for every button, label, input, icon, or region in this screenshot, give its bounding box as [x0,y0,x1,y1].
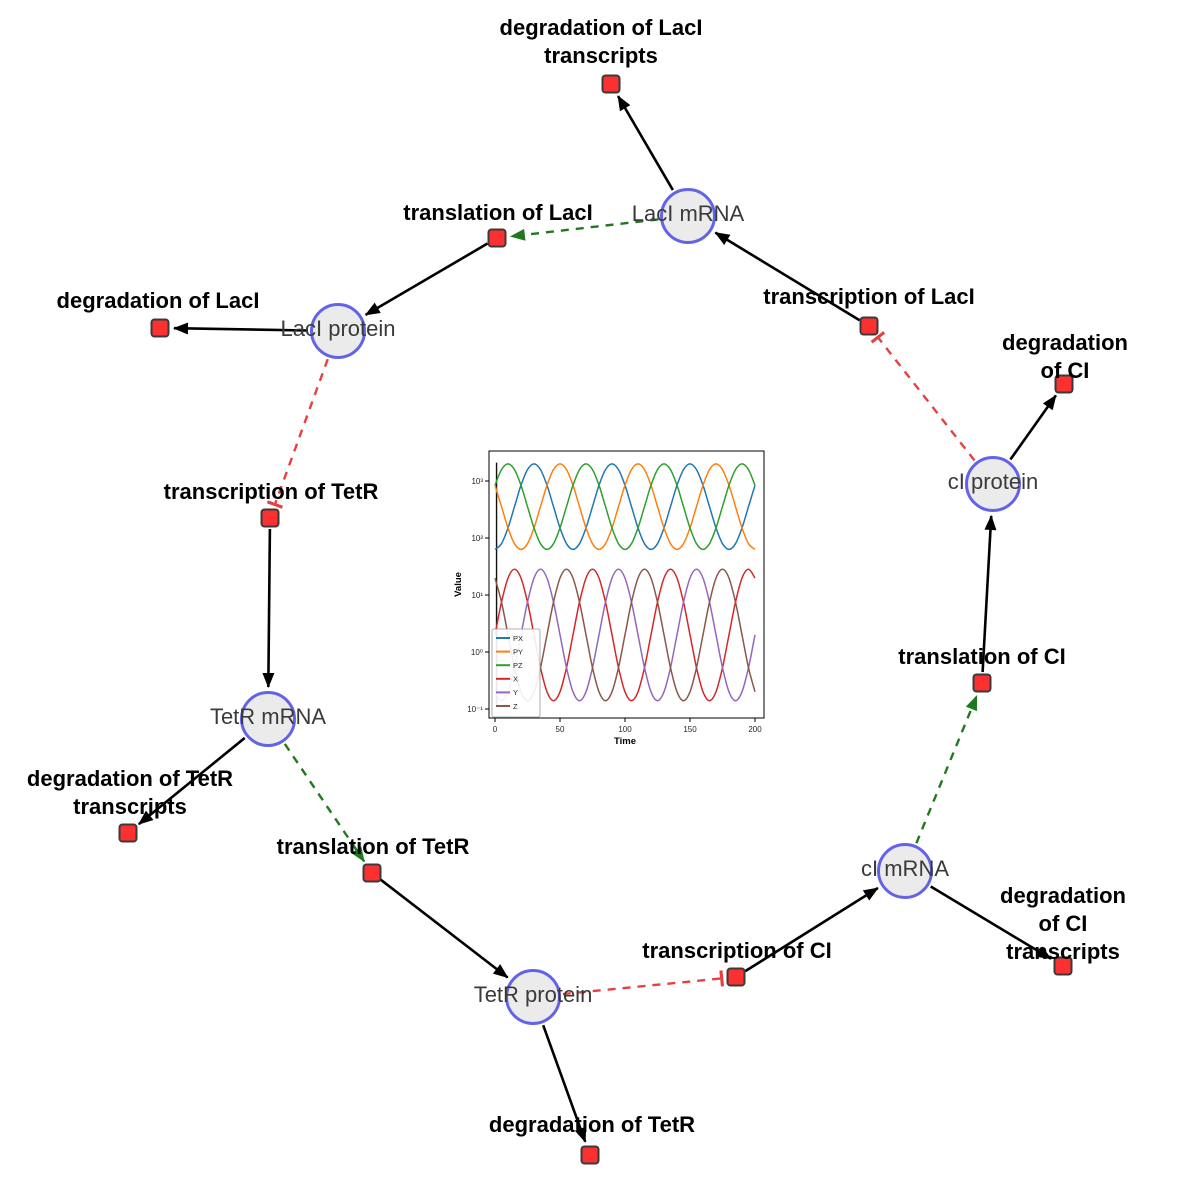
series-Y [494,568,756,702]
reaction-node-translation-of-tetr[interactable] [362,863,382,883]
reaction-label-degradation-of-tetr: degradation of TetR [488,1112,696,1138]
x-tick-label: 0 [493,725,498,734]
x-axis-label: Time [614,736,636,747]
reaction-node-degradation-of-laci-transcripts[interactable] [601,74,621,94]
reaction-label-transcription-of-ci: transcription of CI [642,938,832,964]
edge-production-transcription-of-tetr-tetr-mrna [262,528,275,689]
legend-label-Z: Z [513,702,518,711]
legend-label-PY: PY [513,647,523,656]
y-tick-label: 10³ [471,477,483,486]
x-tick-label: 200 [748,725,762,734]
x-tick-label: 100 [618,725,632,734]
reaction-label-degradation-of-ci-transcripts: degradation of CI transcripts [1000,883,1126,964]
reaction-node-transcription-of-laci[interactable] [859,316,879,336]
legend-label-PZ: PZ [513,661,523,670]
reaction-node-degradation-of-ci[interactable] [1054,374,1074,394]
reaction-label-translation-of-ci: translation of CI [898,644,1066,670]
edge-production-translation-of-laci-laci-protein [364,242,489,316]
edge-consumption-laci-mrna-degradation-of-laci-transcripts [616,95,675,191]
species-node-ci-protein[interactable] [965,456,1021,512]
edge-modifier-laci-mrna-translation-of-laci [509,218,659,241]
y-tick-label: 10⁰ [471,648,483,657]
edge-inhibition-laci-protein-transcription-of-tetr [266,358,329,509]
species-node-tetr-mrna[interactable] [240,691,296,747]
x-tick-label: 150 [683,725,697,734]
species-node-ci-mrna[interactable] [877,843,933,899]
edge-production-translation-of-tetr-tetr-protein [379,878,509,979]
y-tick-label: 10¹ [471,591,483,600]
series-PZ [494,463,756,551]
species-node-laci-protein[interactable] [310,303,366,359]
legend: PX PY PZ XYZ [491,628,541,718]
y-tick-label: 10⁻¹ [467,705,483,714]
reaction-label-translation-of-laci: translation of LacI [403,200,593,226]
edge-production-translation-of-ci-ci-protein [981,514,997,673]
reaction-node-transcription-of-tetr[interactable] [260,508,280,528]
reaction-label-transcription-of-laci: transcription of LacI [763,284,975,310]
reaction-label-degradation-of-laci-transcripts: degradation of LacI transcripts [499,15,703,68]
reaction-node-degradation-of-ci-transcripts[interactable] [1053,956,1073,976]
y-tick-label: 10² [471,534,483,543]
reaction-label-translation-of-tetr: translation of TetR [276,834,470,860]
edge-modifier-ci-mrna-translation-of-ci [915,695,978,844]
legend-label-X: X [513,675,518,684]
y-axis-label: Value [453,572,464,597]
species-node-laci-mrna[interactable] [660,188,716,244]
species-node-tetr-protein[interactable] [505,969,561,1025]
reaction-node-degradation-of-laci[interactable] [150,318,170,338]
legend-label-Y: Y [513,688,518,697]
series-PY [494,463,756,551]
edge-consumption-tetr-protein-degradation-of-tetr [541,1024,587,1143]
edge-consumption-laci-protein-degradation-of-laci [172,322,309,335]
edge-production-transcription-of-ci-ci-mrna [744,886,879,973]
reaction-node-degradation-of-tetr-transcripts[interactable] [118,823,138,843]
edge-production-transcription-of-laci-laci-mrna [714,231,861,322]
reaction-node-translation-of-laci[interactable] [487,228,507,248]
edge-consumption-ci-mrna-degradation-of-ci-transcripts [930,885,1052,960]
reaction-node-degradation-of-tetr[interactable] [580,1145,600,1165]
reaction-label-degradation-of-laci: degradation of LacI [56,288,260,314]
edge-consumption-ci-protein-degradation-of-ci [1009,394,1057,461]
edge-inhibition-ci-protein-transcription-of-laci [870,331,976,462]
edge-inhibition-tetr-protein-transcription-of-ci [562,970,725,996]
reaction-node-transcription-of-ci[interactable] [726,967,746,987]
edge-consumption-tetr-mrna-degradation-of-tetr-transcripts [138,736,246,826]
reaction-label-transcription-of-tetr: transcription of TetR [163,479,379,505]
x-tick-label: 50 [556,725,565,734]
reaction-label-degradation-of-tetr-transcripts: degradation of TetR transcripts [26,766,234,819]
legend-label-PX: PX [513,634,523,643]
reaction-node-translation-of-ci[interactable] [972,673,992,693]
